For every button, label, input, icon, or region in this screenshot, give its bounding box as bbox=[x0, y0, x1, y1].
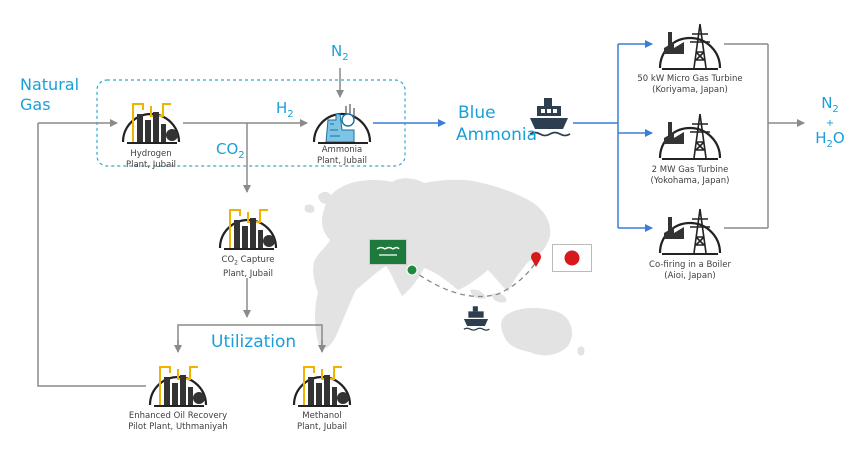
power-plant-icon bbox=[658, 113, 722, 160]
plus-sign: + bbox=[825, 118, 835, 129]
boiler-label: Co-firing in a Boiler (Aioi, Japan) bbox=[649, 260, 731, 281]
industrial-plant-icon bbox=[292, 366, 352, 407]
industrial-plant-icon bbox=[121, 103, 181, 144]
h2o-output-label: H2O bbox=[815, 129, 845, 150]
blue-ammonia-label: Blue Ammonia bbox=[456, 102, 537, 146]
eor-plant-label: Enhanced Oil Recovery Pilot Plant, Uthma… bbox=[128, 411, 228, 432]
ammonia-plant-label: Ammonia Plant, Jubail bbox=[316, 145, 368, 166]
methanol-plant-label: Methanol Plant, Jubail bbox=[296, 411, 348, 432]
n2-output-label: N2 bbox=[821, 94, 839, 115]
power-plant-icon bbox=[658, 208, 722, 255]
industrial-plant-icon bbox=[218, 209, 278, 250]
gas-turbine-label: 2 MW Gas Turbine (Yokohama, Japan) bbox=[650, 165, 730, 186]
co2-label: CO2 bbox=[216, 140, 245, 161]
japan-location-pin-icon bbox=[531, 252, 541, 267]
saudi-location-pin-icon bbox=[406, 264, 418, 276]
n2-input-label: N2 bbox=[331, 42, 349, 63]
ship-icon bbox=[529, 98, 571, 137]
blue-ammonia-line2: Ammonia bbox=[456, 125, 538, 145]
japan-flag-icon bbox=[552, 244, 592, 272]
natural-gas-label: Natural Gas bbox=[20, 75, 80, 114]
micro-turbine-label: 50 kW Micro Gas Turbine (Koriyama, Japan… bbox=[637, 74, 743, 95]
blue-ammonia-line1: Blue bbox=[458, 103, 496, 123]
saudi-flag-icon bbox=[369, 239, 407, 265]
utilization-label: Utilization bbox=[211, 332, 297, 352]
exhaust-products-label: N2 + H2O bbox=[814, 94, 846, 154]
ammonia-plant-icon bbox=[312, 104, 372, 144]
co2-capture-plant-label: CO2 Capture Plant, Jubail bbox=[221, 255, 275, 279]
ship-icon bbox=[463, 306, 490, 331]
shipping-route bbox=[411, 261, 537, 298]
world-map bbox=[304, 178, 585, 356]
h2-label: H2 bbox=[276, 99, 294, 120]
industrial-plant-icon bbox=[148, 366, 208, 407]
hydrogen-plant-label: Hydrogen Plant, Jubail bbox=[125, 149, 177, 170]
power-plant-icon bbox=[658, 23, 722, 70]
